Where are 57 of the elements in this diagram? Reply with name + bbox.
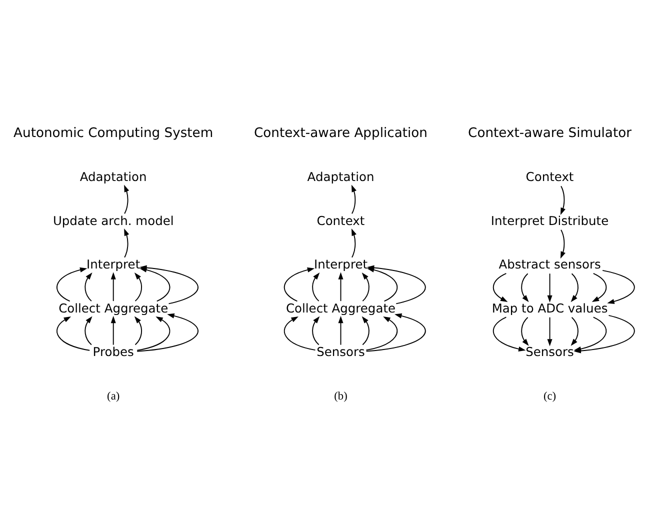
arrow xyxy=(570,316,578,346)
node-text: Abstract sensors xyxy=(498,257,601,272)
arrow xyxy=(492,316,526,351)
arrow xyxy=(602,269,635,304)
label: Autonomic Computing System xyxy=(14,125,214,140)
node-text: Collect Aggregate xyxy=(286,300,396,315)
arrow xyxy=(366,316,398,350)
arrow xyxy=(560,228,566,258)
node-text: Interpret xyxy=(314,257,368,272)
arrow xyxy=(56,266,88,302)
node-text: Update arch. model xyxy=(52,213,174,228)
arrow xyxy=(56,316,90,350)
node-text: Map to ADC values xyxy=(492,300,608,315)
arrow xyxy=(338,272,344,302)
arrow xyxy=(592,272,607,302)
arrow xyxy=(521,272,529,302)
label: Context-aware Simulator xyxy=(468,125,632,140)
arrow xyxy=(284,316,316,350)
arrow xyxy=(570,272,578,302)
arrow xyxy=(362,316,370,345)
node-text: Sensors xyxy=(316,344,365,359)
arrow xyxy=(547,316,552,346)
arrow xyxy=(124,184,130,214)
arrow xyxy=(284,266,315,302)
arrow xyxy=(312,272,320,302)
arrow xyxy=(351,184,356,214)
node-text: Interpret Distribute xyxy=(490,213,609,228)
arrow xyxy=(124,228,130,258)
arrow xyxy=(351,228,356,258)
node-text: Adaptation xyxy=(80,170,147,184)
arrow xyxy=(84,272,92,302)
arrow xyxy=(547,272,552,302)
arrow xyxy=(136,316,170,350)
arrow xyxy=(110,315,116,345)
node-text: Context xyxy=(316,213,365,228)
label: (a) xyxy=(107,390,120,402)
arrow xyxy=(338,315,344,345)
arrow xyxy=(492,272,508,302)
node-text: Sensors xyxy=(526,344,574,359)
arrow xyxy=(110,272,116,302)
node-text: Probes xyxy=(92,344,134,359)
label: Context-aware Application xyxy=(254,125,428,140)
arrow xyxy=(560,185,566,214)
node-text: Interpret xyxy=(86,257,140,272)
arrow xyxy=(362,272,370,302)
arrow xyxy=(134,272,142,302)
node-text: Context xyxy=(526,170,574,184)
node-text: Collect Aggregate xyxy=(58,300,168,315)
node-text: Adaptation xyxy=(307,170,374,184)
label: (c) xyxy=(543,390,556,402)
arrow xyxy=(134,316,142,345)
arrow xyxy=(312,316,320,345)
arrow xyxy=(366,312,426,352)
label: (b) xyxy=(334,390,348,402)
arrow xyxy=(136,312,198,352)
arrow xyxy=(84,316,92,345)
arrow xyxy=(521,316,529,346)
